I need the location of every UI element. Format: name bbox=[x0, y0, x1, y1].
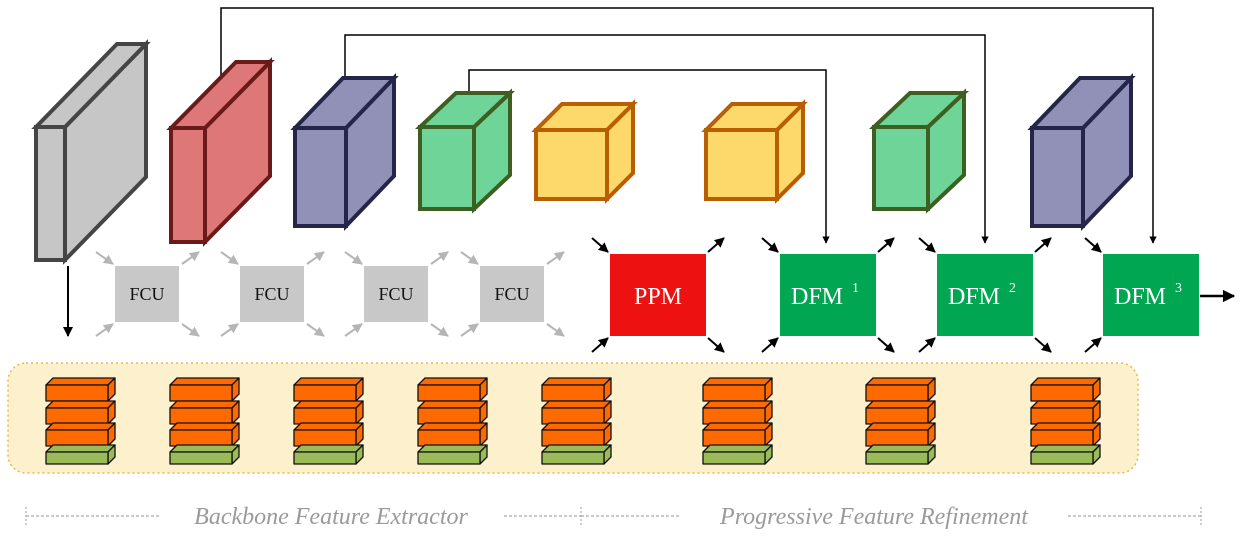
skip-connection-green-to-dfm1 bbox=[468, 69, 830, 244]
fcu-2: FCU bbox=[220, 251, 325, 337]
stack-layer-orange bbox=[417, 422, 488, 447]
feature-block-green bbox=[414, 88, 516, 214]
refinement-modules: PPM DFM 1 DFM 2 bbox=[591, 237, 1236, 353]
fcu-1: FCU bbox=[95, 251, 200, 337]
stack-layer-green bbox=[1030, 444, 1101, 465]
stack-layer-orange bbox=[169, 377, 240, 402]
dfm3-module: DFM 3 bbox=[1084, 237, 1236, 353]
feature-stack bbox=[1030, 377, 1101, 465]
stack-layer-orange bbox=[1030, 377, 1101, 402]
skip-connections bbox=[220, 7, 1157, 244]
feature-stack bbox=[865, 377, 936, 465]
stack-layer-orange bbox=[1030, 422, 1101, 447]
feature-block-gray bbox=[31, 39, 151, 265]
section-labels: Backbone Feature Extractor Progressive F… bbox=[25, 504, 1202, 530]
stack-layer-orange bbox=[169, 400, 240, 425]
feature-block-red bbox=[166, 57, 275, 247]
fcu-4: FCU bbox=[460, 251, 565, 337]
dfm1-label: DFM bbox=[791, 284, 843, 310]
stack-layer-green bbox=[865, 444, 936, 465]
fcu-modules: FCU FCU FCU bbox=[95, 251, 565, 337]
stack-layer-orange bbox=[45, 400, 116, 425]
stack-layer-orange bbox=[45, 422, 116, 447]
fcu-label: FCU bbox=[129, 284, 164, 304]
feature-block-green-decoder bbox=[868, 88, 970, 214]
stack-layer-orange bbox=[417, 400, 488, 425]
dfm1-module: DFM 1 bbox=[761, 237, 895, 353]
stack-layer-orange bbox=[169, 422, 240, 447]
feature-stack bbox=[541, 377, 612, 465]
feature-blocks bbox=[31, 39, 1136, 265]
backbone-label: Backbone Feature Extractor bbox=[194, 504, 468, 530]
stack-layer-orange bbox=[45, 377, 116, 402]
feature-block-yellow-2 bbox=[701, 99, 808, 204]
stack-layer-orange bbox=[541, 377, 612, 402]
ppm-module: PPM bbox=[591, 237, 725, 353]
stack-layer-green bbox=[702, 444, 773, 465]
dfm1-superscript: 1 bbox=[852, 281, 859, 296]
dfm2-superscript: 2 bbox=[1009, 281, 1016, 296]
feature-stack bbox=[45, 377, 116, 465]
stack-layer-orange bbox=[1030, 400, 1101, 425]
feature-block-blue bbox=[290, 73, 399, 231]
fcu-3: FCU bbox=[344, 251, 449, 337]
stack-layer-orange bbox=[865, 377, 936, 402]
section-backbone: Backbone Feature Extractor bbox=[25, 504, 582, 530]
feature-block-blue-decoder bbox=[1027, 73, 1136, 231]
skip-connection-blue-to-dfm2 bbox=[344, 34, 989, 244]
skip-connection-red-to-dfm3 bbox=[220, 7, 1157, 244]
stack-layer-green bbox=[293, 444, 364, 465]
stack-layer-green bbox=[45, 444, 116, 465]
feature-stack bbox=[702, 377, 773, 465]
fcu-label: FCU bbox=[494, 284, 529, 304]
stack-layer-green bbox=[169, 444, 240, 465]
stack-layer-orange bbox=[293, 422, 364, 447]
stack-layer-orange bbox=[541, 400, 612, 425]
dfm2-label: DFM bbox=[948, 284, 1000, 310]
stack-layer-orange bbox=[702, 400, 773, 425]
feature-block-yellow-1 bbox=[531, 99, 638, 204]
dfm3-superscript: 3 bbox=[1175, 281, 1182, 296]
dfm2-module: DFM 2 bbox=[918, 237, 1052, 353]
feature-stack bbox=[293, 377, 364, 465]
stack-layer-orange bbox=[293, 400, 364, 425]
stack-layer-orange bbox=[702, 377, 773, 402]
stack-layer-green bbox=[541, 444, 612, 465]
stack-layer-orange bbox=[417, 377, 488, 402]
feature-stack bbox=[169, 377, 240, 465]
refinement-label: Progressive Feature Refinement bbox=[719, 504, 1029, 530]
feature-stacks bbox=[45, 377, 1101, 465]
dfm3-label: DFM bbox=[1114, 284, 1166, 310]
stack-layer-green bbox=[417, 444, 488, 465]
stack-layer-orange bbox=[293, 377, 364, 402]
stack-layer-orange bbox=[702, 422, 773, 447]
fcu-label: FCU bbox=[254, 284, 289, 304]
fcu-label: FCU bbox=[378, 284, 413, 304]
stack-layer-orange bbox=[865, 400, 936, 425]
feature-stack bbox=[417, 377, 488, 465]
stack-layer-orange bbox=[865, 422, 936, 447]
section-refinement: Progressive Feature Refinement bbox=[581, 504, 1202, 530]
stack-layer-orange bbox=[541, 422, 612, 447]
ppm-label: PPM bbox=[634, 284, 682, 310]
